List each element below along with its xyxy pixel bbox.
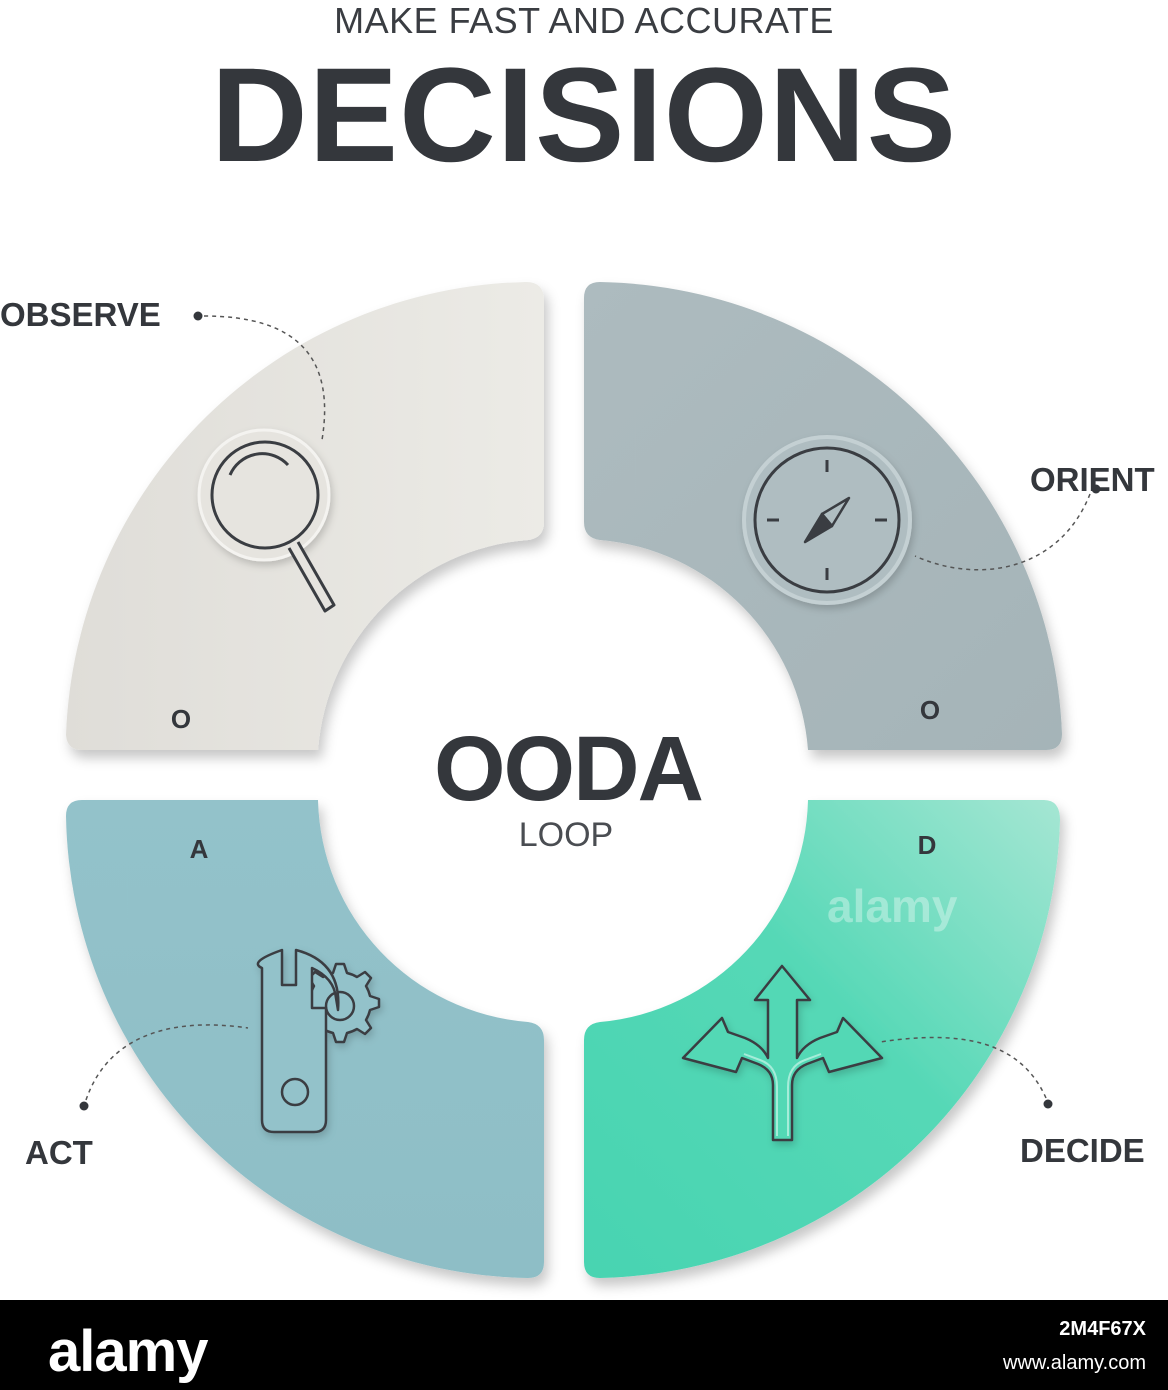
ooda-diagram: O O D A OODA LOOP OBSERVE ORIENT DECIDE … xyxy=(0,282,1155,1278)
footer-url: www.alamy.com xyxy=(1003,1352,1146,1374)
compass-icon xyxy=(742,435,912,605)
decide-leader-line xyxy=(879,1036,1053,1109)
watermark-footer xyxy=(0,1300,1168,1390)
act-label: ACT xyxy=(25,1134,93,1171)
decide-label: DECIDE xyxy=(1020,1132,1145,1169)
header-subtitle: MAKE FAST AND ACCURATE xyxy=(334,0,834,41)
center-subtitle: LOOP xyxy=(519,816,613,854)
observe-letter: O xyxy=(171,704,191,734)
act-letter: A xyxy=(190,834,209,864)
observe-leader-line xyxy=(193,311,326,441)
watermark-center: alamy xyxy=(827,880,958,932)
split-arrows-icon xyxy=(681,964,884,1142)
orient-label: ORIENT xyxy=(1030,461,1155,498)
magnifying-glass-icon xyxy=(197,428,336,613)
observe-label: OBSERVE xyxy=(0,296,161,333)
image-id: 2M4F67X xyxy=(1059,1318,1146,1340)
act-leader-line xyxy=(79,1024,249,1111)
decide-letter: D xyxy=(918,830,937,860)
center-title: OODA xyxy=(434,718,703,820)
alamy-logo: alamy xyxy=(48,1319,208,1384)
wrench-gear-icon xyxy=(256,948,381,1134)
header-title: DECISIONS xyxy=(210,41,958,190)
orient-leader-line xyxy=(914,484,1101,571)
orient-letter: O xyxy=(920,695,940,725)
